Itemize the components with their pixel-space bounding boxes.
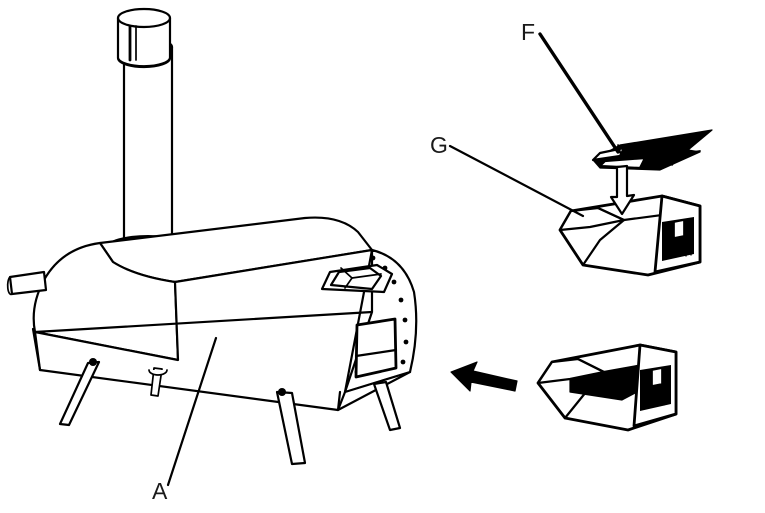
leader-line-a xyxy=(166,336,218,487)
oven-shell xyxy=(31,216,418,412)
front-mouth-opening xyxy=(354,317,398,379)
chimney-damper-cap[interactable] xyxy=(116,7,172,69)
callout-label-f: F xyxy=(521,19,535,45)
insert-baffle-arrow xyxy=(609,164,636,216)
slide-hopper-into-oven-arrow xyxy=(450,361,518,392)
callout-label-g: G xyxy=(430,132,448,158)
leader-line-g xyxy=(448,144,585,218)
side-handle-rod[interactable] xyxy=(6,270,48,296)
baffle-heat-deflector-plate xyxy=(591,129,713,171)
folding-leg-front-right xyxy=(275,388,307,466)
hopper-vent-grate xyxy=(662,217,694,261)
folding-leg-rear-right xyxy=(372,380,402,432)
callout-leaders xyxy=(166,32,620,487)
callout-label-a: A xyxy=(152,478,168,504)
main-oven-body xyxy=(6,7,418,466)
hopper-handle[interactable] xyxy=(673,219,685,239)
chimney-tube xyxy=(122,37,174,257)
folding-leg-rear-left xyxy=(148,367,168,397)
hopper-end-panel xyxy=(653,194,702,274)
fuel-hopper-tray xyxy=(558,194,702,277)
assembled-hopper-with-baffle xyxy=(536,343,678,432)
leader-line-f xyxy=(538,32,620,154)
hopper-mount-bracket xyxy=(320,263,394,294)
folding-leg-front-left xyxy=(58,358,101,427)
